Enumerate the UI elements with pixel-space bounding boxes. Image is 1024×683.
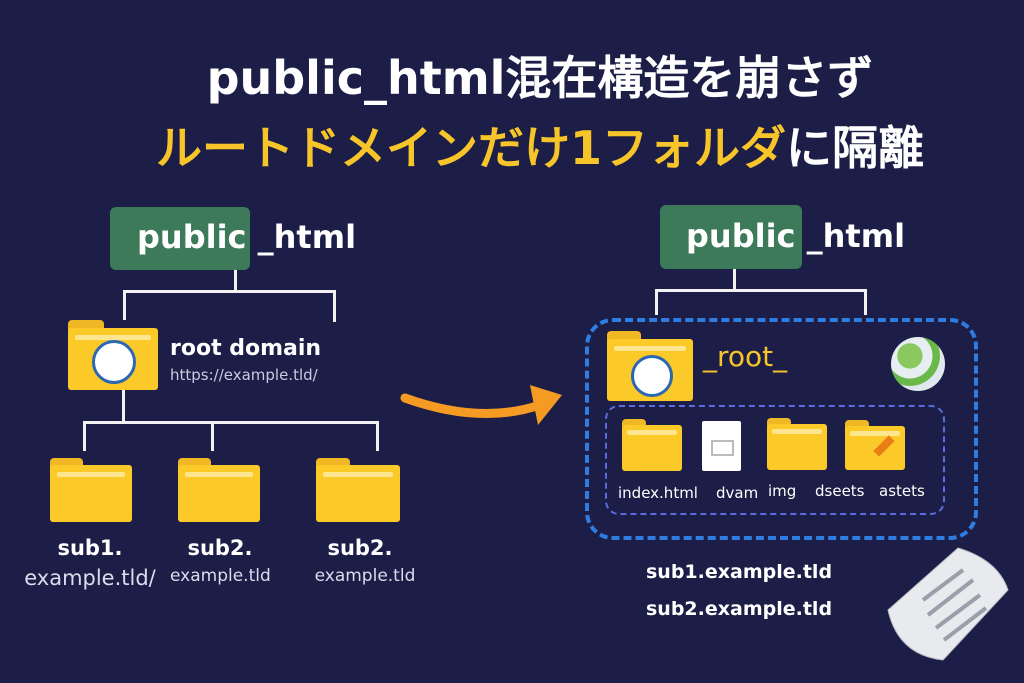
tree-line: [123, 290, 126, 320]
item-label: img: [768, 482, 797, 500]
folder-icon: [178, 458, 260, 522]
file-icon: [702, 421, 741, 471]
tree-line: [83, 421, 379, 424]
sub-name: sub1.: [57, 536, 123, 560]
root-domain-label: root domain: [170, 336, 322, 361]
title-highlight: ルートドメインだけ: [155, 121, 570, 175]
root-folder-icon: [607, 331, 693, 401]
globe-icon: [92, 340, 136, 384]
root-contents-box: [605, 405, 945, 515]
item-label: dseets: [815, 482, 865, 500]
folder-icon: [50, 458, 132, 522]
public-html-box: [110, 207, 250, 270]
tree-line: [655, 289, 658, 315]
tree-line: [864, 289, 867, 315]
folder-icon: [622, 419, 682, 471]
sub-domain: example.tld: [314, 566, 416, 586]
item-label: index.html: [618, 484, 698, 502]
public-html-label: public _html: [686, 217, 906, 255]
title-line2: ルートドメインだけ1フォルダに隔離: [0, 112, 1024, 178]
public-html-box: [660, 205, 802, 269]
sub-name: sub2.: [187, 536, 253, 560]
item-label: astets: [879, 482, 925, 500]
tree-line: [234, 270, 237, 292]
sub-domain: example.tld/: [24, 566, 156, 590]
tree-line: [733, 269, 736, 291]
sub-name: sub2.: [327, 536, 393, 560]
globe-icon: [631, 355, 673, 397]
root-isolation-box: [585, 318, 978, 540]
sub-domain: sub2.example.tld: [646, 598, 833, 620]
tree-line: [376, 421, 379, 451]
root-domain-folder-icon: [68, 320, 158, 390]
tree-line: [123, 290, 336, 293]
document-scroll-icon: [887, 547, 1009, 661]
title-highlight-2: 1フォルダ: [569, 121, 786, 175]
public-html-label: public _html: [137, 218, 357, 256]
root-folder-label: _root_: [703, 340, 788, 373]
assets-folder-icon: [845, 420, 905, 470]
tree-line: [211, 421, 214, 451]
title-rest: に隔離: [786, 121, 924, 175]
folder-icon: [767, 418, 827, 470]
arrow-icon: [400, 385, 562, 425]
tree-line: [83, 421, 86, 451]
root-domain-url: https://example.tld/: [170, 366, 318, 384]
tree-line: [333, 290, 336, 322]
sub-domain: sub1.example.tld: [646, 561, 833, 583]
tree-line: [122, 390, 125, 423]
sub-domain: example.tld: [170, 566, 271, 586]
earth-icon: [891, 337, 945, 391]
item-label: dvam: [716, 484, 759, 502]
folder-icon: [316, 458, 400, 522]
title-line1: public_html混在構造を崩さず: [206, 51, 874, 105]
tree-line: [655, 289, 867, 292]
